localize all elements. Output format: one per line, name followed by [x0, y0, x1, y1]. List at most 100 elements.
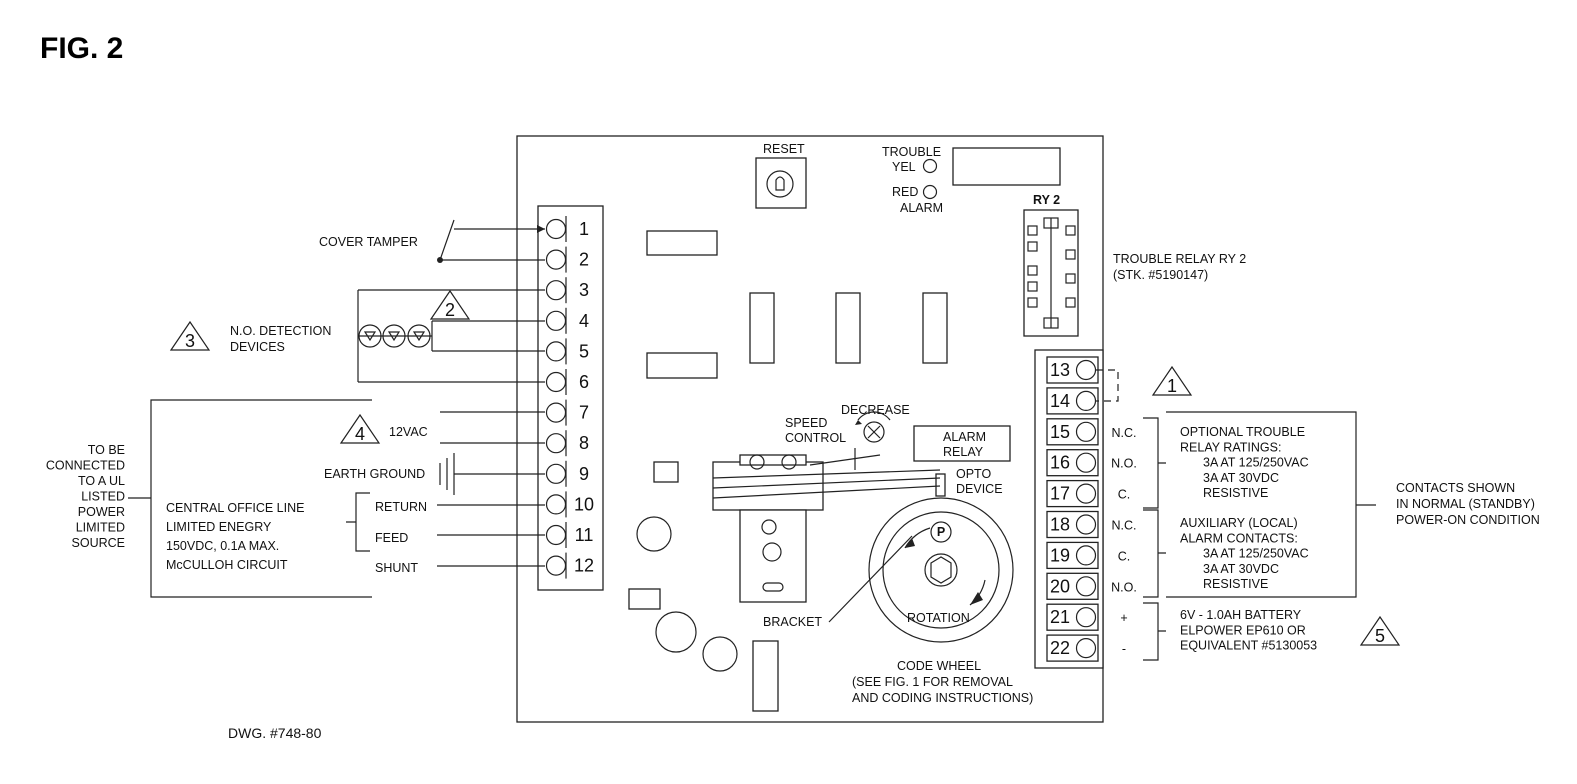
terminal-number: 7 — [579, 403, 589, 423]
source-note-line: CONNECTED — [46, 459, 125, 473]
terminal-number: 20 — [1050, 576, 1070, 596]
component-ic-1 — [749, 292, 775, 364]
terminal-number: 8 — [579, 433, 589, 453]
terminal-contact-label: - — [1122, 642, 1126, 656]
feed-label: FEED — [375, 531, 408, 545]
component-small-1 — [653, 461, 679, 483]
terminal-13: 13 — [1046, 356, 1099, 384]
capacitor-3 — [702, 636, 738, 672]
component-ic-4 — [752, 640, 779, 712]
alarm-relay-label: ALARM — [943, 430, 986, 444]
terminal-9: 9 — [545, 460, 589, 487]
source-note-line: POWER — [78, 505, 125, 519]
terminal-contact-label: N.O. — [1111, 580, 1137, 594]
terminal-2: 2 — [545, 246, 589, 273]
terminal-21: 21 — [1046, 603, 1099, 631]
source-note-line: LIMITED — [76, 521, 125, 535]
component-ic-2 — [835, 292, 861, 364]
callout-number: 1 — [1167, 376, 1177, 396]
speed-control-label-2: CONTROL — [785, 431, 846, 445]
reset-switch-indicator — [775, 176, 785, 191]
capacitor-1 — [636, 516, 672, 552]
terminal-number: 3 — [579, 280, 589, 300]
terminal-number: 11 — [575, 525, 594, 545]
optional-note-line: OPTIONAL TROUBLE — [1180, 425, 1305, 439]
terminal-12: 12 — [545, 552, 594, 579]
terminal-number: 18 — [1050, 515, 1070, 535]
terminal-10: 10 — [545, 491, 594, 518]
component-resistor-1 — [646, 230, 718, 256]
opto-device — [935, 473, 946, 497]
detection-devices-label: N.O. DETECTION — [230, 324, 331, 338]
terminal-6: 6 — [545, 369, 589, 395]
trouble-relay-label: TROUBLE RELAY RY 2 — [1113, 252, 1246, 266]
earth-ground-symbol — [439, 453, 545, 495]
source-note-line: SOURCE — [72, 536, 125, 550]
terminal-contact-label: N.O. — [1111, 457, 1137, 471]
terminal-16: 16 — [1046, 449, 1099, 477]
return-label: RETURN — [375, 500, 427, 514]
central-office-label: CENTRAL OFFICE LINE — [166, 501, 304, 515]
component-resistor-2 — [646, 352, 718, 379]
terminal-15: 15 — [1046, 418, 1099, 446]
trouble-led-color-label: YEL — [892, 160, 916, 174]
shunt-label: SHUNT — [375, 561, 418, 575]
trouble-led-label: TROUBLE — [882, 145, 941, 159]
callout-number: 5 — [1375, 626, 1385, 646]
terminal-13-14-jumper — [1096, 369, 1119, 402]
source-note-line: TO BE — [88, 443, 125, 457]
contacts-bracket — [1166, 411, 1376, 598]
terminal-17: 17 — [1046, 479, 1099, 508]
callout-5: 5 — [1359, 615, 1401, 646]
terminal-8: 8 — [545, 430, 589, 457]
auxiliary-note: AUXILIARY (LOCAL)ALARM CONTACTS:3A AT 12… — [1180, 516, 1309, 591]
optional-note-line: 3A AT 125/250VAC — [1203, 456, 1309, 470]
speed-control-label: SPEED — [785, 416, 827, 430]
alarm-led-color-label: RED — [892, 185, 918, 199]
left-terminal-strip — [537, 205, 604, 591]
auxiliary-note-line: 3A AT 30VDC — [1203, 562, 1279, 576]
bracket-label: BRACKET — [763, 615, 822, 629]
central-office-label-3: 150VDC, 0.1A MAX. — [166, 539, 279, 553]
battery-note-line: ELPOWER EP610 OR — [1180, 623, 1306, 637]
terminal-3: 3 — [545, 277, 589, 304]
terminal-number: 14 — [1050, 391, 1070, 411]
terminal-number: 21 — [1050, 607, 1070, 627]
rotation-label: ROTATION — [907, 611, 970, 625]
reset-switch — [755, 157, 807, 209]
terminal-number: 9 — [579, 464, 589, 484]
battery-bracket — [1143, 602, 1166, 661]
callout-4: 4 — [339, 413, 381, 444]
terminal-number: 12 — [574, 556, 594, 576]
terminal-22: 22 — [1046, 634, 1099, 662]
callout-2: 2 — [429, 289, 471, 320]
component-ic-3 — [922, 292, 948, 364]
alarm-relay — [913, 425, 1011, 462]
component-small-2 — [628, 588, 661, 610]
code-wheel-marker: P — [937, 525, 945, 539]
speed-control-pot — [863, 421, 885, 443]
code-wheel — [828, 497, 1014, 643]
auxiliary-note-line: ALARM CONTACTS: — [1180, 531, 1298, 545]
terminal-7: 7 — [545, 399, 589, 426]
callout-3: 3 — [169, 320, 211, 351]
code-wheel-label: CODE WHEEL — [897, 659, 981, 673]
cover-tamper-switch — [437, 219, 545, 263]
opto-device-label-2: DEVICE — [956, 482, 1003, 496]
alarm-led — [922, 184, 938, 200]
optional-note-line: RELAY RATINGS: — [1180, 440, 1281, 454]
alarm-relay-label-2: RELAY — [943, 445, 984, 459]
callout-number: 4 — [355, 424, 365, 444]
relay-ry2-label: RY 2 — [1033, 193, 1060, 207]
code-wheel-note-2: AND CODING INSTRUCTIONS) — [852, 691, 1033, 705]
terminal-5: 5 — [545, 338, 589, 365]
terminal-4: 4 — [545, 307, 589, 334]
alarm-led-label: ALARM — [900, 201, 943, 215]
optional-note-line: 3A AT 30VDC — [1203, 471, 1279, 485]
